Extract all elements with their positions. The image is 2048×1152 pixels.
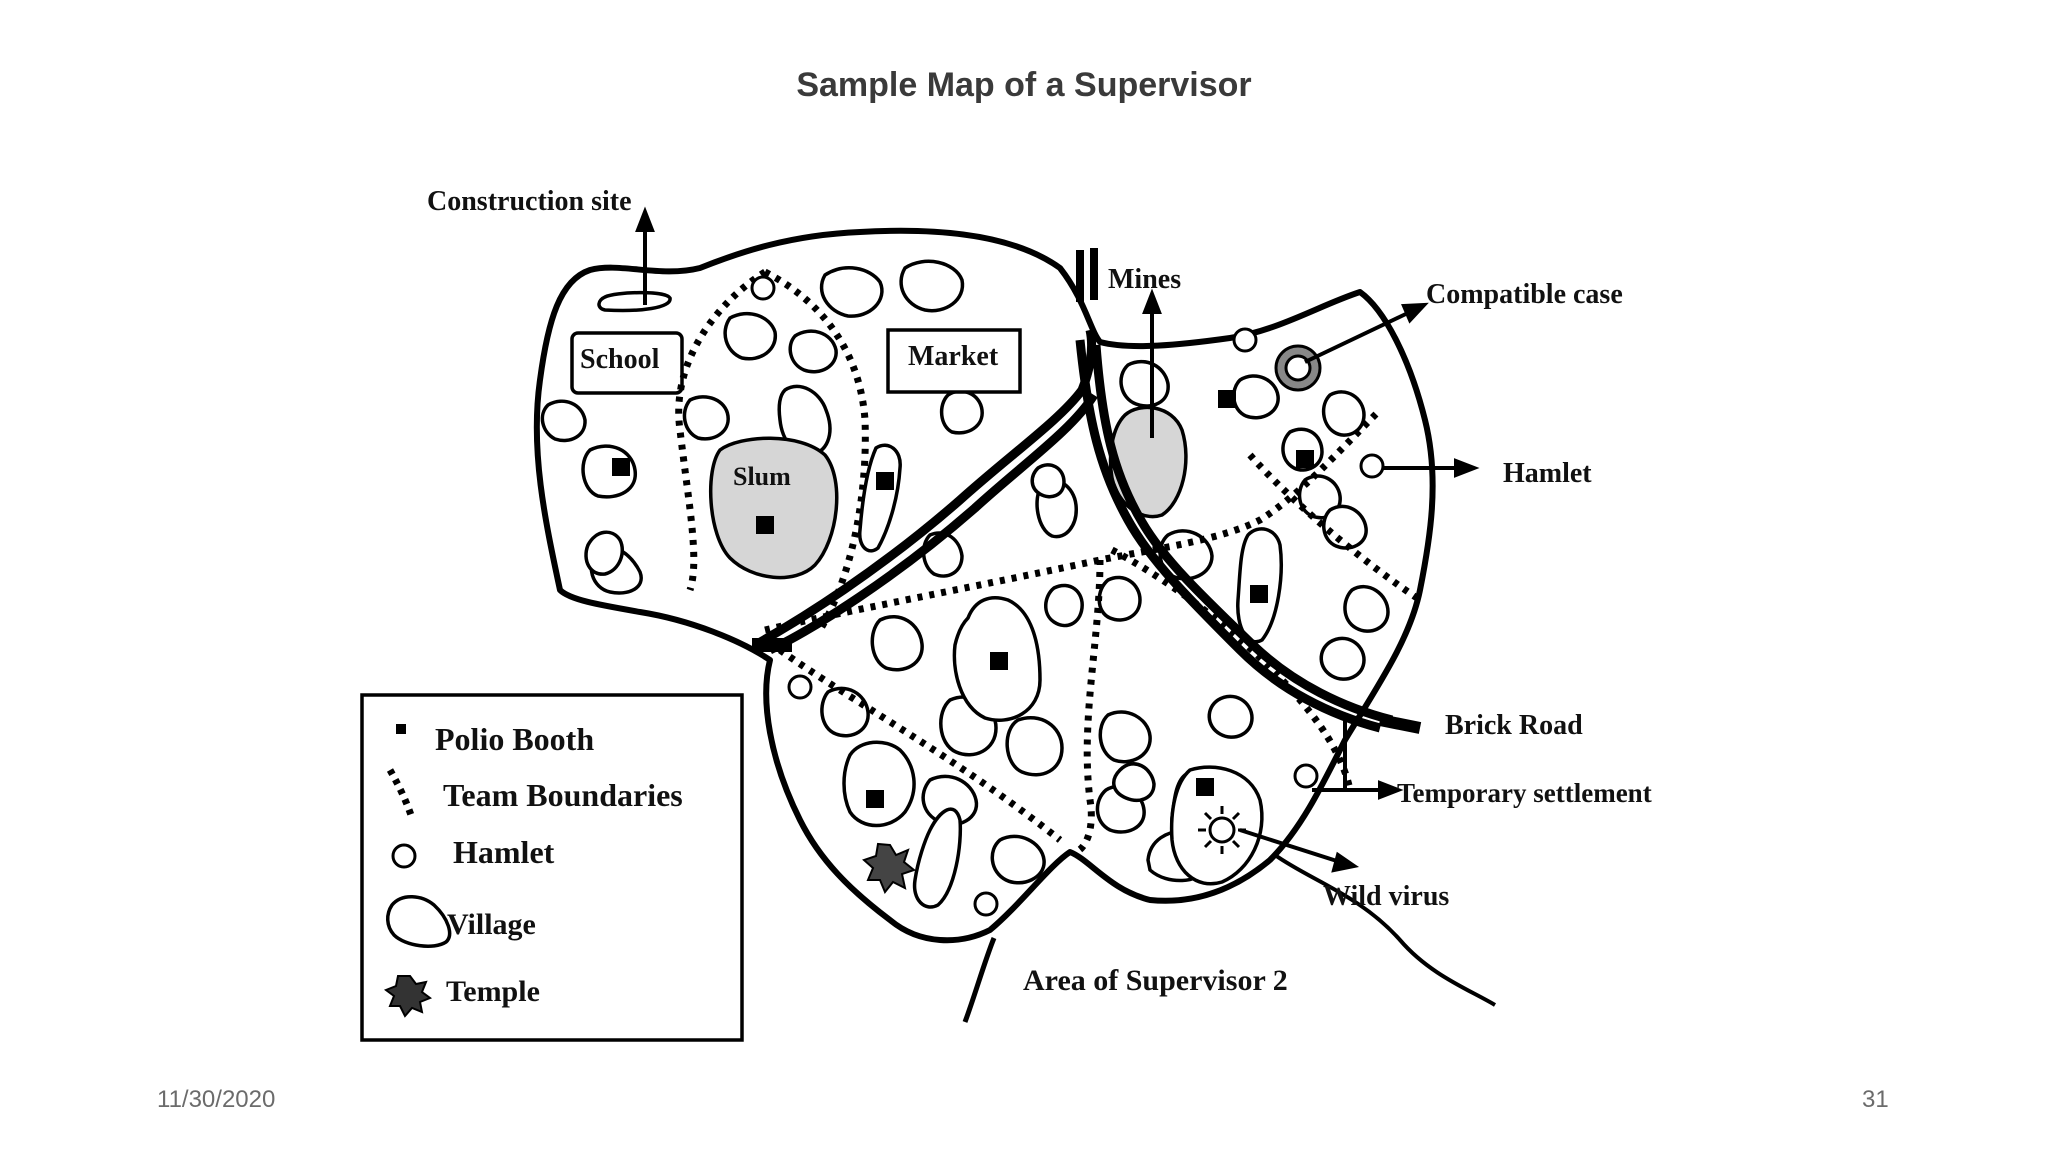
village [820, 686, 870, 738]
temporary-settlement-label: Temporary settlement [1397, 778, 1652, 808]
village [1232, 374, 1280, 420]
compatible-case-label: Compatible case [1426, 279, 1623, 310]
legend-label-polio-booth: Polio Booth [435, 721, 594, 757]
mines-label: Mines [1108, 264, 1181, 295]
village [819, 266, 884, 318]
village [912, 807, 963, 909]
village [899, 259, 965, 313]
legend-label-team-boundaries: Team Boundaries [443, 777, 683, 813]
team-boundaries-icon [386, 768, 416, 820]
slum-label: Slum [733, 462, 791, 491]
village [1112, 762, 1156, 803]
slide-date: 11/30/2020 [157, 1086, 276, 1113]
hamlet-icon [750, 275, 776, 301]
village [1119, 359, 1170, 408]
villages [540, 259, 1390, 909]
compatible-case-marker [1274, 344, 1322, 392]
village [1098, 710, 1152, 764]
polio-booth [1218, 390, 1236, 408]
village [1044, 583, 1084, 628]
polio-booths [612, 390, 1314, 808]
slum-area [708, 436, 839, 580]
village [1322, 504, 1368, 550]
village [939, 389, 984, 435]
village [723, 311, 777, 361]
hamlet-label: Hamlet [1503, 458, 1592, 489]
hamlet-icon [1232, 327, 1258, 353]
river-line [1273, 853, 1497, 1007]
school-box [570, 331, 684, 395]
market-box [886, 328, 1022, 394]
legend: Polio Booth Team Boundaries Hamlet Villa… [360, 693, 744, 1042]
polio-booth [756, 516, 774, 534]
village [870, 614, 924, 672]
hamlet-icon [973, 891, 999, 917]
village [1321, 390, 1366, 437]
construction-site-label: Construction site [427, 186, 632, 217]
village [1207, 694, 1254, 739]
temple-icon [862, 842, 917, 894]
village [1097, 575, 1142, 622]
wild-virus-label: Wild virus [1323, 881, 1449, 912]
temple-icon [383, 975, 433, 1018]
brick-road [752, 248, 1422, 734]
polio-booth [1250, 585, 1268, 603]
river-line [962, 937, 997, 1023]
village [842, 740, 916, 828]
brick-road-label: Brick Road [1445, 710, 1583, 741]
polio-booth [1296, 450, 1314, 468]
slide-title: Sample Map of a Supervisor [796, 66, 1252, 104]
village [584, 530, 625, 576]
market-label: Market [908, 341, 999, 372]
annotation-arrows [635, 206, 1480, 873]
area-of-supervisor-2-label: Area of Supervisor 2 [1023, 964, 1288, 997]
polio-booth [990, 652, 1008, 670]
village [921, 774, 979, 827]
legend-label-village: Village [447, 908, 536, 941]
village [1319, 636, 1366, 681]
legend-label-hamlet: Hamlet [453, 834, 555, 870]
polio-booth [866, 790, 884, 808]
area-boundary [533, 227, 1436, 944]
construction-site-shape [597, 290, 672, 313]
polio-booth [876, 472, 894, 490]
school-label: School [580, 344, 660, 375]
slide-page-number: 31 [1862, 1086, 1889, 1113]
polio-booth-icon [396, 724, 406, 734]
hamlet-icon [1359, 453, 1385, 479]
hamlet-icon [787, 674, 813, 700]
hamlet-icon [1293, 763, 1319, 789]
wild-virus-marker [1198, 806, 1246, 854]
village [1005, 716, 1064, 777]
legend-label-temple: Temple [446, 975, 540, 1008]
village-icon [386, 895, 452, 948]
village [1030, 463, 1066, 499]
village [682, 395, 730, 441]
village [990, 834, 1046, 885]
village [1343, 584, 1390, 633]
polio-booth [1196, 778, 1214, 796]
polio-booth [612, 458, 630, 476]
village [540, 399, 587, 443]
hamlet-icon [391, 843, 417, 869]
village [788, 329, 838, 374]
hamlets [750, 275, 1385, 917]
